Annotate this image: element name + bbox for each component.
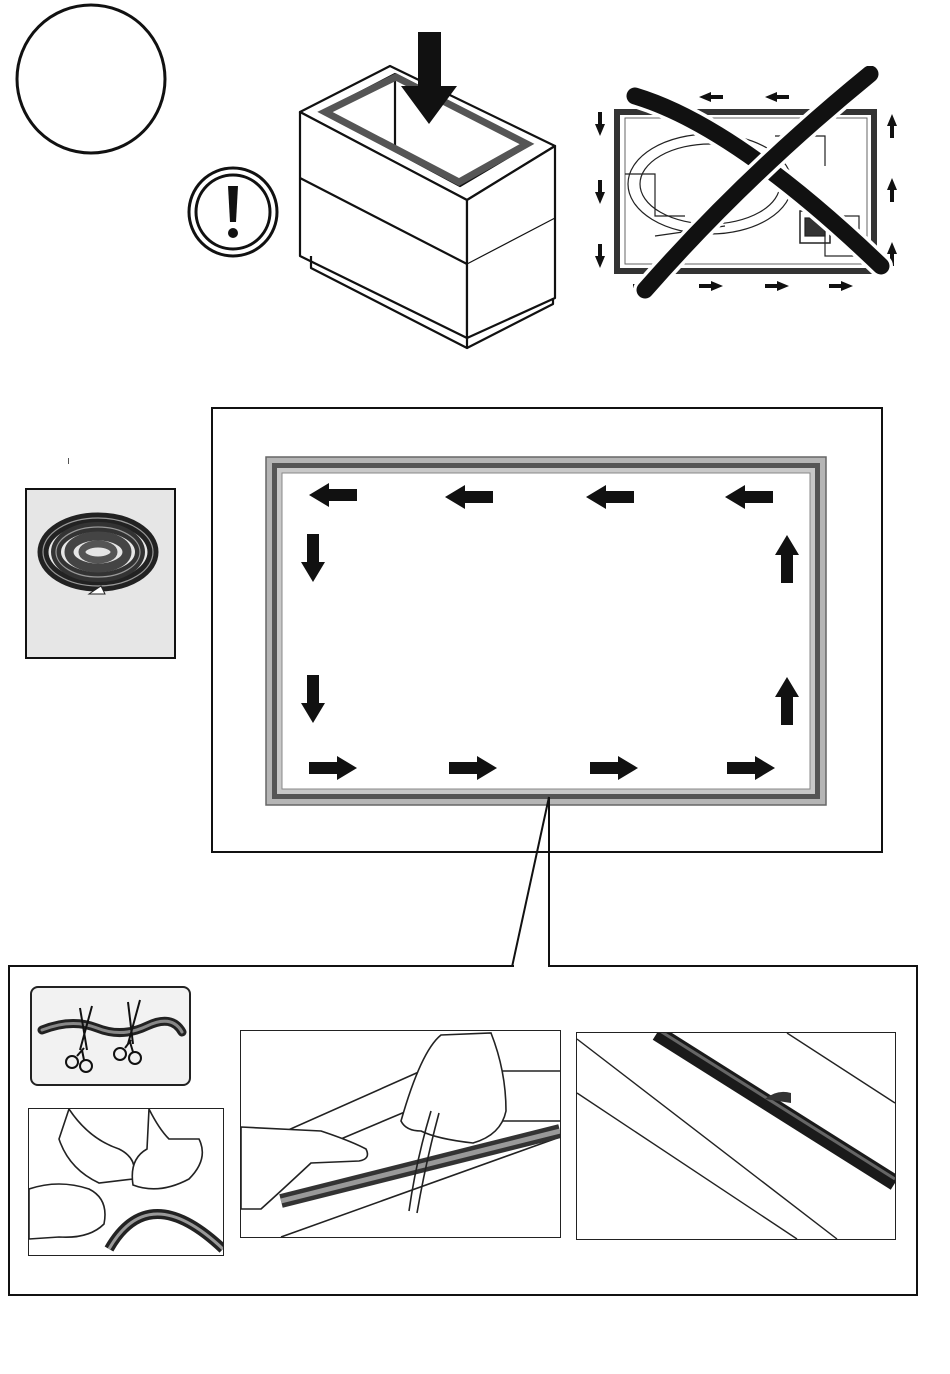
installed-panel: [576, 1032, 896, 1240]
seal-path-panel: [211, 407, 883, 853]
peel-panel: [240, 1030, 561, 1238]
strip-detail-panel: [28, 1108, 224, 1256]
wrong-method-illustration: [585, 66, 915, 306]
callout-gap: [514, 964, 548, 968]
warning-badge: [186, 166, 282, 262]
callout-lines: [505, 795, 565, 970]
exclamation-warning-icon: [186, 166, 282, 262]
scissors-cut-icon: [32, 988, 189, 1084]
cabinet-with-seal-icon: [295, 28, 565, 358]
hand-peeling-backing-icon: [241, 1031, 560, 1237]
seal-roll-panel: [25, 488, 176, 659]
seal-strip-detail-icon: [29, 1109, 223, 1255]
step-circle-icon: [14, 2, 170, 158]
seal-tape-roll-icon: [27, 490, 174, 657]
cabinet-illustration: [295, 28, 565, 358]
seal-path-diagram: [213, 409, 881, 851]
crossed-out-wrong-method-icon: [585, 66, 915, 306]
tick-mark: [68, 458, 69, 464]
scissors-panel: [30, 986, 191, 1086]
step-circle: [14, 2, 170, 158]
seal-installed-on-edge-icon: [577, 1033, 895, 1239]
